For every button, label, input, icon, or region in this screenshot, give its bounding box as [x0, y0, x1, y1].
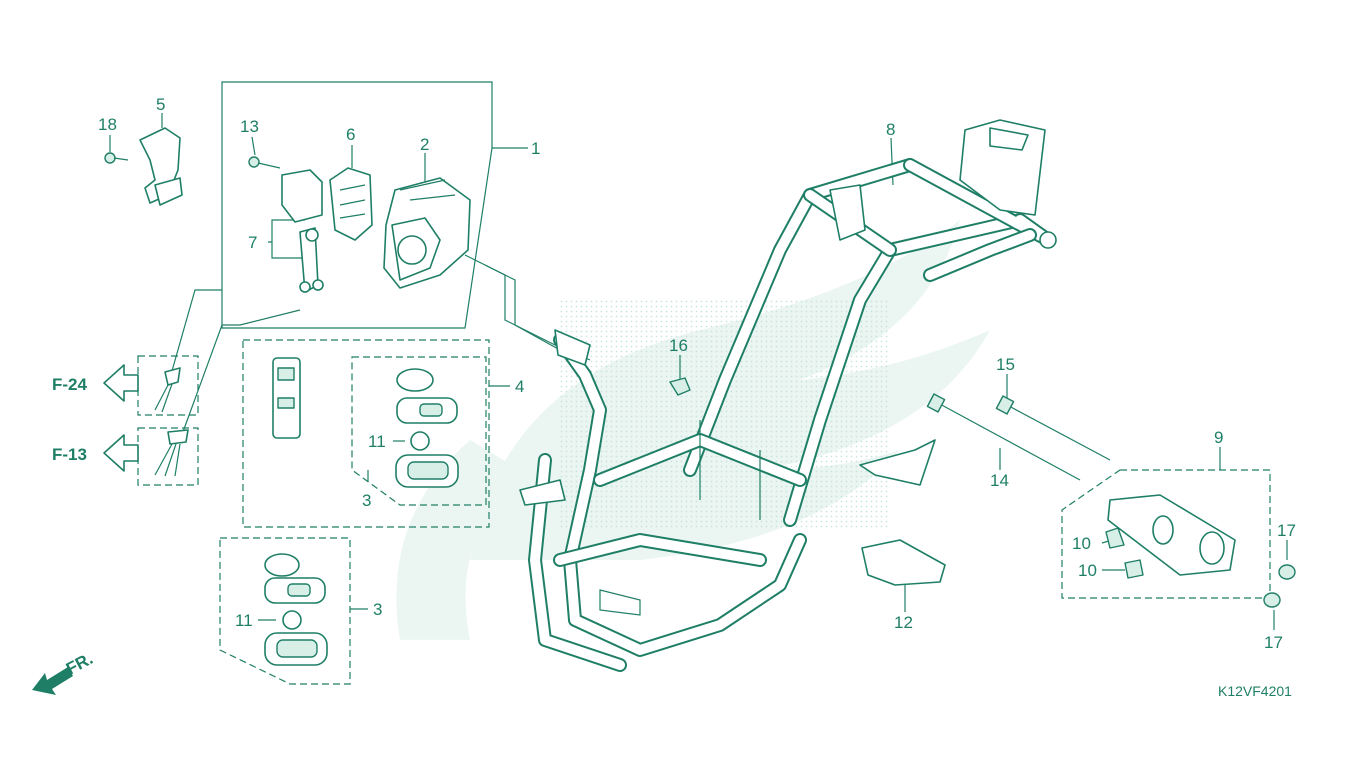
assembly-box-4: [242, 339, 490, 528]
part-14-long-bolt: [926, 393, 1081, 481]
ref-label-f13[interactable]: F-13: [52, 445, 87, 464]
callout-17-lower: 17: [1264, 633, 1283, 652]
callout-15: 15: [996, 355, 1015, 374]
connector-box-f13: [137, 427, 199, 486]
part-2-ignition-unit: [383, 177, 471, 289]
part-16-bolt: [669, 377, 691, 396]
diagram-code: K12VF4201: [1218, 683, 1292, 699]
callout-11-lower: 11: [235, 611, 253, 630]
part-9-engine-hanger: [1107, 494, 1236, 576]
part-12-plate: [861, 539, 946, 586]
part-13-screw: [248, 156, 281, 169]
callout-13: 13: [240, 117, 259, 136]
callout-3-lower: 3: [373, 600, 382, 619]
callout-17-upper: 17: [1277, 521, 1296, 540]
part-3-remote-lower: [264, 553, 328, 666]
callout-12: 12: [894, 613, 913, 632]
connector-f24: [154, 367, 181, 413]
callout-5: 5: [156, 95, 165, 114]
part-10-bushing-upper: [1105, 527, 1125, 549]
callout-7: 7: [248, 233, 257, 252]
part-5-bracket: [139, 127, 183, 206]
callout-11-upper: 11: [368, 432, 386, 451]
part-15-long-bolt: [995, 395, 1111, 461]
part-3-remote-upper: [395, 368, 459, 488]
ref-label-f24[interactable]: F-24: [52, 375, 88, 394]
part-4-key-fob: [272, 357, 301, 439]
part-8-frame: [519, 119, 1057, 672]
part-17-nut-lower: [1263, 592, 1281, 608]
assembly-box-1: [221, 81, 493, 329]
callout-2: 2: [420, 135, 429, 154]
assembly-box-3-lower: [219, 537, 351, 685]
callout-4: 4: [515, 377, 524, 396]
ref-arrow-f24[interactable]: [103, 364, 139, 402]
callout-1: 1: [531, 139, 540, 158]
front-direction-arrow: [32, 667, 73, 695]
assembly-box-9: [1061, 469, 1271, 599]
callout-14: 14: [990, 471, 1009, 490]
part-10-bushing-lower: [1124, 559, 1144, 579]
callout-10-upper: 10: [1072, 534, 1091, 553]
callout-8: 8: [886, 120, 895, 139]
assembly-box-3-inner: [351, 356, 487, 506]
part-17-nut-upper: [1278, 564, 1296, 580]
callout-labels: 1 2 3 3 4 5 6 7 8 9 10 10 11 11 12 13 14…: [98, 95, 1296, 652]
connector-box-f24: [137, 355, 199, 416]
ref-arrow-f13[interactable]: [103, 434, 139, 472]
part-7-pins: [281, 169, 324, 293]
callout-6: 6: [346, 125, 355, 144]
callout-3-upper: 3: [362, 491, 371, 510]
connector-f13: [154, 429, 189, 477]
callout-16: 16: [669, 336, 688, 355]
part-18-bolt: [104, 152, 129, 164]
callout-10-lower: 10: [1078, 561, 1097, 580]
part-6-switch: [329, 167, 373, 241]
callout-9: 9: [1214, 428, 1223, 447]
callout-18: 18: [98, 115, 117, 134]
